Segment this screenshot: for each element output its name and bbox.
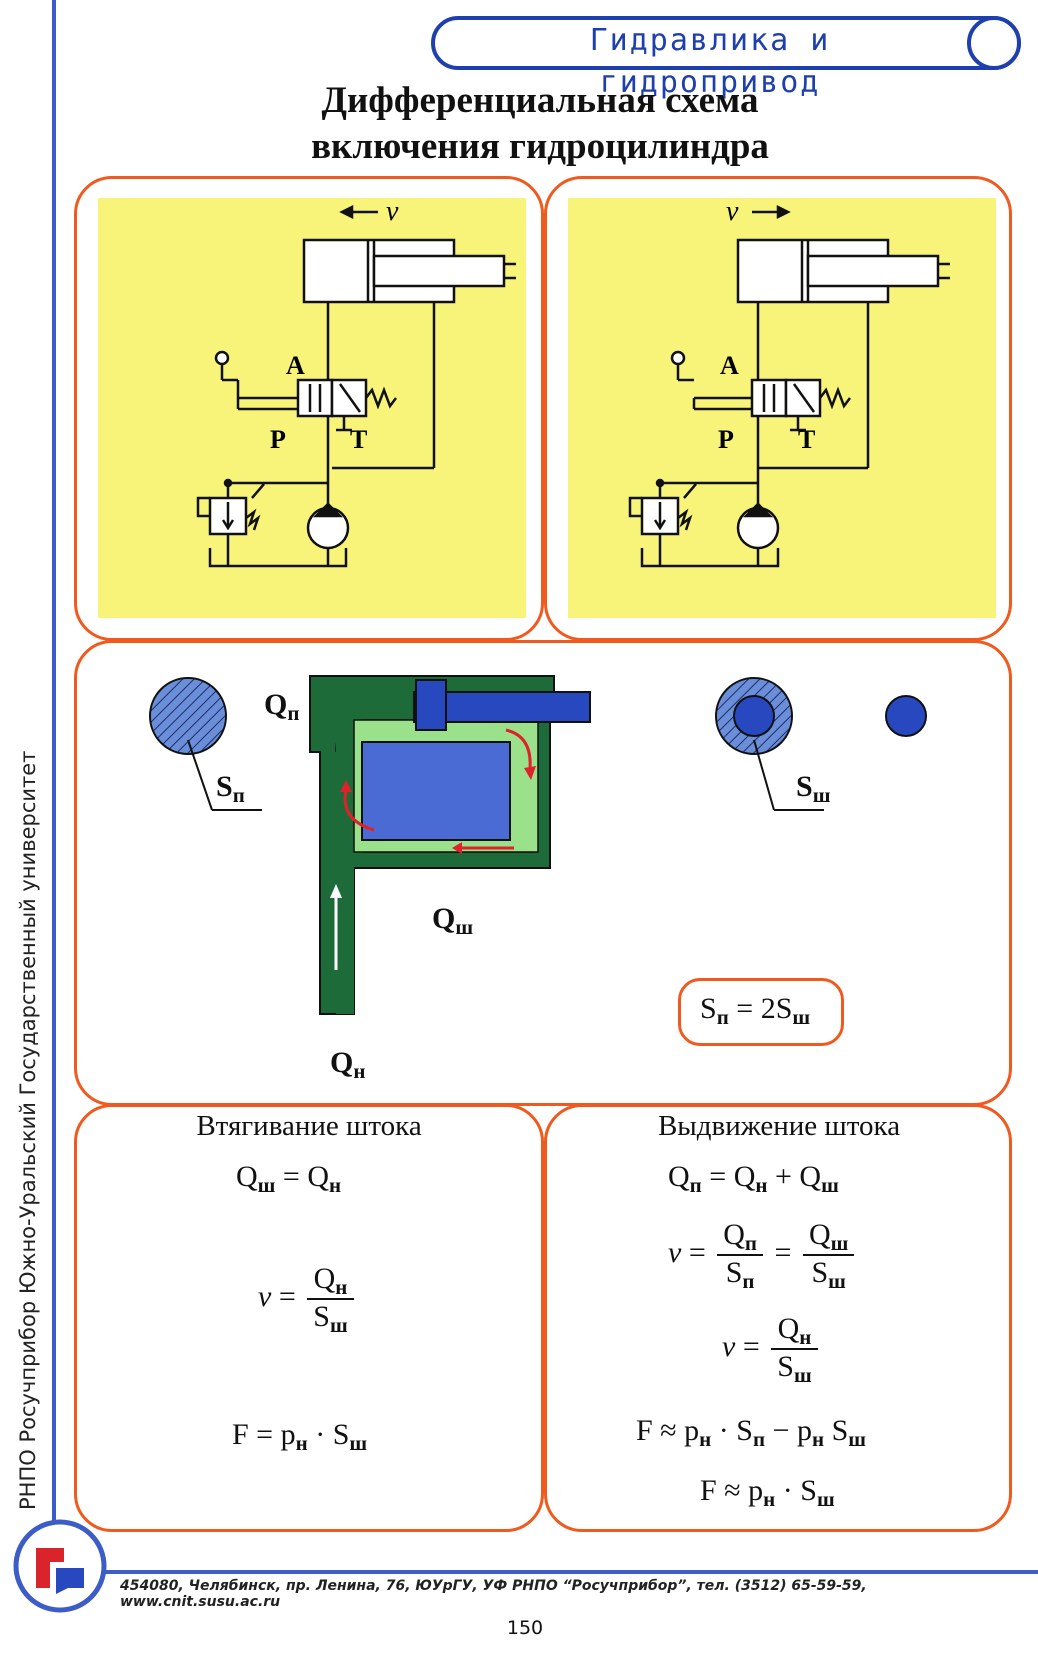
area-relation: Sп = 2Sш bbox=[700, 992, 811, 1029]
title-line-2: включения гидроцилиндра bbox=[311, 126, 769, 167]
piston-area-circle bbox=[149, 677, 227, 755]
section-header-label: Гидравлика и гидропривод bbox=[589, 23, 831, 100]
retraction-eq-flow: Qш = Qн bbox=[236, 1160, 342, 1197]
area-relation-box bbox=[678, 978, 844, 1046]
port-t-label: T bbox=[350, 425, 367, 454]
sidebar-text: РНПО Росучприбор Южно-Уральский Государс… bbox=[16, 750, 40, 1510]
velocity-label: v bbox=[726, 198, 739, 227]
port-t-label: T bbox=[798, 425, 815, 454]
cylinder-cross-section bbox=[149, 675, 927, 1015]
page-title: Дифференциальная схема включения гидроци… bbox=[160, 78, 920, 170]
hydraulic-schematic-retraction: v A P T bbox=[196, 198, 516, 568]
rod-area-circle bbox=[885, 695, 927, 737]
port-a-label: A bbox=[286, 351, 305, 380]
footer-address: 454080, Челябинск, пр. Ленина, 76, ЮУрГУ… bbox=[120, 1578, 867, 1610]
section-header-tab bbox=[431, 16, 1021, 70]
extension-title: Выдвижение штока bbox=[657, 1110, 901, 1142]
label-s-rod: Sш bbox=[796, 770, 831, 807]
retraction-title: Втягивание штока bbox=[196, 1110, 422, 1142]
side-rule bbox=[52, 0, 56, 1590]
page-number: 150 bbox=[506, 1617, 544, 1639]
retraction-eq-force: F = pн · Sш bbox=[232, 1418, 368, 1455]
footer-rule bbox=[52, 1570, 1038, 1574]
panel-retraction-formulas bbox=[74, 1104, 544, 1532]
title-line-1: Дифференциальная схема bbox=[321, 80, 759, 121]
hydraulic-schematic-extension: v A P T bbox=[628, 198, 950, 568]
port-a-label: A bbox=[720, 351, 739, 380]
publisher-logo bbox=[13, 1519, 107, 1613]
piston-head bbox=[415, 679, 447, 731]
extension-eq-flow: Qп = Qн + Qш bbox=[668, 1160, 839, 1197]
panel-extension-formulas bbox=[544, 1104, 1012, 1532]
extension-eq-force-1: F ≈ pн · Sп − pн Sш bbox=[636, 1414, 867, 1451]
velocity-label: v bbox=[386, 198, 399, 227]
port-p-label: P bbox=[270, 425, 286, 454]
label-q-pump: Qн bbox=[330, 1046, 366, 1083]
label-q-rod: Qш bbox=[432, 902, 474, 939]
label-q-piston: Qп bbox=[264, 688, 300, 725]
piston-block bbox=[361, 741, 511, 841]
label-s-piston: Sп bbox=[216, 770, 245, 807]
extension-eq-force-2: F ≈ pн · Sш bbox=[700, 1474, 835, 1511]
port-p-label: P bbox=[718, 425, 734, 454]
